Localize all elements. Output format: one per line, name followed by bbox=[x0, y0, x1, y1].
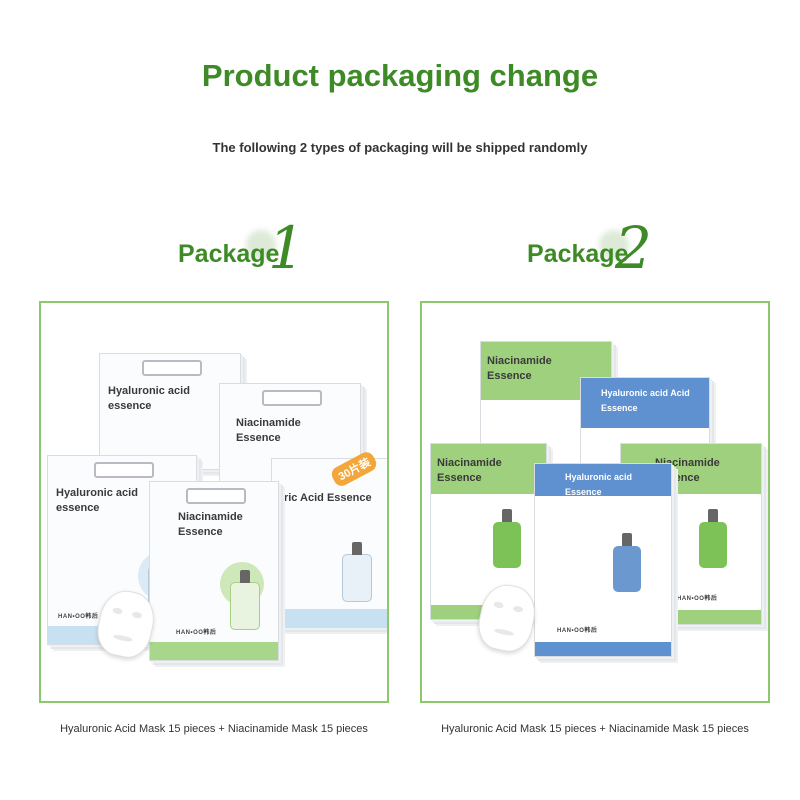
hanger-hole bbox=[262, 390, 322, 406]
product-label: Niacinamide Essence bbox=[178, 511, 243, 538]
package-2-panel: Niacinamide Essence Hyaluronic acid Acid… bbox=[420, 301, 770, 703]
product-box: Niacinamide Essence HAN•OO韩后 bbox=[149, 481, 279, 661]
mask-mouth bbox=[493, 627, 515, 637]
product-label: Hyaluronic acid Essence bbox=[565, 472, 633, 497]
page-title: Product packaging change bbox=[201, 58, 599, 93]
brand-logo: HAN•OO韩后 bbox=[176, 630, 217, 636]
color-band bbox=[535, 642, 671, 656]
serum-bottle-icon bbox=[613, 533, 641, 592]
product-label: Hyaluronic acid Acid Essence bbox=[601, 388, 690, 413]
product-box: Hyaluronic acid Essence HAN•OO韩后 bbox=[534, 463, 672, 657]
product-label: Niacinamide Essence bbox=[236, 417, 301, 444]
product-box: Uric Acid Essence bbox=[271, 458, 387, 628]
package-2-word: Package bbox=[527, 240, 629, 268]
package-2-number: 2 bbox=[615, 214, 652, 282]
brush-decoration bbox=[246, 230, 276, 260]
color-band bbox=[272, 609, 387, 627]
serum-bottle-icon bbox=[230, 570, 260, 630]
color-band bbox=[535, 464, 671, 496]
product-label: Uric Acid Essence bbox=[276, 492, 372, 504]
hanger-hole bbox=[94, 462, 154, 478]
package-2-heading: Package 2 bbox=[527, 214, 667, 282]
mask-eye bbox=[493, 600, 505, 609]
package-1-number: 1 bbox=[268, 214, 305, 282]
package-1-word: Package bbox=[178, 240, 280, 268]
brand-logo: HAN•OO韩后 bbox=[557, 628, 598, 634]
product-box: Hyaluronic acid essence bbox=[99, 353, 241, 470]
product-label: Niacinamide Essence bbox=[437, 457, 502, 484]
color-band bbox=[150, 642, 278, 660]
serum-bottle-icon bbox=[342, 542, 372, 602]
product-label: Niacinamide Essence bbox=[487, 355, 552, 382]
serum-bottle-icon bbox=[493, 509, 521, 568]
color-band bbox=[581, 378, 709, 428]
brand-logo: HAN•OO韩后 bbox=[58, 614, 99, 620]
package-1-caption: Hyaluronic Acid Mask 15 pieces + Niacina… bbox=[60, 723, 368, 735]
brush-decoration bbox=[599, 230, 629, 260]
mask-eye bbox=[131, 611, 143, 620]
package-2-caption: Hyaluronic Acid Mask 15 pieces + Niacina… bbox=[441, 723, 749, 735]
mask-mouth bbox=[112, 633, 134, 643]
package-1-panel: Hyaluronic acid essence Niacinamide Esse… bbox=[39, 301, 389, 703]
hanger-hole bbox=[186, 488, 246, 504]
page-subtitle: The following 2 types of packaging will … bbox=[212, 140, 588, 155]
serum-bottle-icon bbox=[699, 509, 727, 568]
product-label: Hyaluronic acid essence bbox=[56, 487, 138, 514]
brand-logo: HAN•OO韩后 bbox=[677, 596, 718, 602]
mask-eye bbox=[512, 605, 524, 614]
color-band bbox=[431, 444, 546, 494]
product-label: Hyaluronic acid essence bbox=[108, 385, 190, 412]
package-1-heading: Package 1 bbox=[178, 214, 318, 282]
hanger-hole bbox=[142, 360, 202, 376]
mask-eye bbox=[112, 606, 124, 615]
